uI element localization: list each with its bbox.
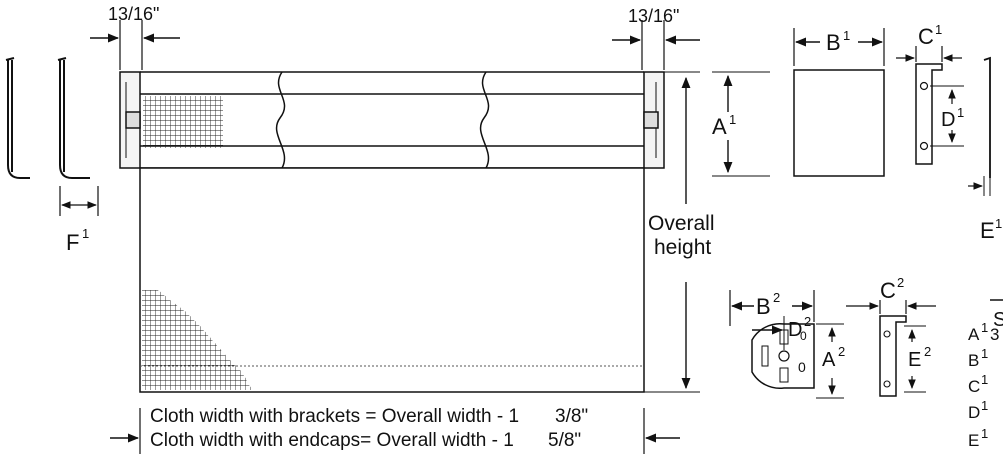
slot-zero-2: 0 [800,329,807,343]
dim-right-gap: 13/16" [612,6,700,70]
c1-sup: 1 [935,22,942,37]
endcap-b2-d2-a2: 0 0 B 2 D 2 A 2 [729,290,845,399]
side-list-c-sup: 1 [981,372,988,387]
overall-height-line2: height [654,236,711,259]
d2-sup: 2 [804,314,811,329]
dim-e1: E 1 [968,56,1002,243]
a2-sup: 2 [838,344,845,359]
overall-height-line1: Overall [648,212,715,235]
e1-label: E [980,218,995,243]
a2-label: A [822,349,836,371]
side-list-d-sup: 1 [981,398,988,413]
dim-f1: F 1 [59,186,99,255]
a1-label: A [712,114,727,139]
side-list-d: D [968,403,980,422]
f1-label: F [66,230,79,255]
a1-sup: 1 [729,112,736,127]
left-gap-label: 13/16" [108,4,159,24]
e2-sup: 2 [924,344,931,359]
fascia-b1: B 1 [793,28,885,177]
side-list-a: A [968,325,980,344]
d2-label: D [788,319,802,341]
d1-label: D [941,109,955,131]
cloth-width-notes: Cloth width with brackets = Overall widt… [110,406,680,454]
side-list-a-value: 3 [990,325,999,344]
side-list-a-sup: 1 [981,320,988,335]
fabric-panel [139,167,645,393]
dim-a1: A 1 [712,71,770,177]
right-gap-label: 13/16" [628,6,679,26]
slot-zero-1: 0 [798,359,806,375]
f1-sup: 1 [82,226,89,241]
b1-sup: 1 [843,28,850,43]
e1-sup: 1 [995,216,1002,231]
side-list-b: B [968,351,979,370]
dim-overall-height: Overall height [644,71,715,393]
side-list-e-sup: 1 [981,426,988,441]
roller-mesh [143,96,223,148]
note-endcaps: Cloth width with endcaps= Overall width … [150,430,514,451]
b2-label: B [756,294,771,319]
note-brackets: Cloth width with brackets = Overall widt… [150,406,519,427]
left-j-brackets [5,57,90,179]
c2-label: C [880,278,896,303]
dim-left-gap: 13/16" [90,4,180,70]
side-list-c: C [968,377,980,396]
side-list-header: S [993,309,1003,331]
clip-c1-d1: C 1 D 1 [896,22,964,165]
e2-label: E [908,349,921,371]
clip-c2-e2: C 2 E 2 [846,275,936,397]
side-list-b-sup: 1 [981,346,988,361]
note-brackets-frac: 3/8" [555,406,588,427]
side-list-e: E [968,431,979,450]
b2-sup: 2 [773,290,780,305]
b1-label: B [826,30,841,55]
note-endcaps-frac: 5/8" [548,430,581,451]
c2-sup: 2 [897,275,904,290]
side-list: S A 1 3 B 1 C 1 D 1 E 1 [968,299,1003,450]
d1-sup: 1 [957,105,964,120]
c1-label: C [918,24,934,49]
